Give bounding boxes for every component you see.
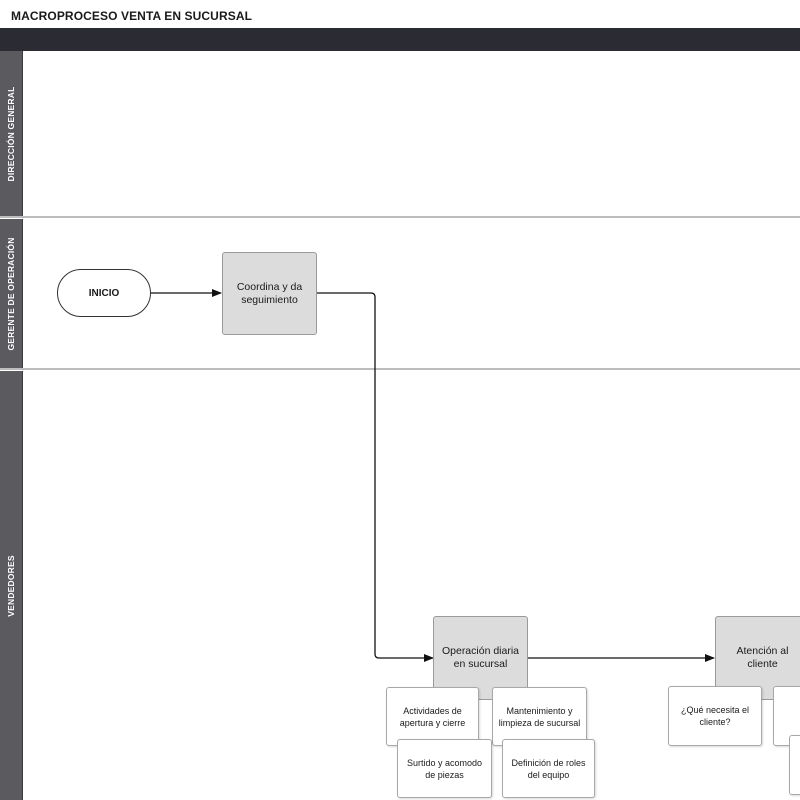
note-surtido-label: Surtido y acomodo de piezas xyxy=(406,757,483,780)
note-que-necesita-label: ¿Qué necesita el cliente? xyxy=(680,705,750,727)
note-surtido[interactable]: Surtido y acomodo de piezas xyxy=(397,739,492,798)
lane-header-direccion: DIRECCIÓN GENERAL xyxy=(0,51,23,217)
header-bar xyxy=(0,28,800,51)
connector-coordina-operacion xyxy=(317,292,434,662)
process-operacion[interactable]: Operación diaria en sucursal xyxy=(433,616,528,700)
note-definicion[interactable]: Definición de roles del equipo xyxy=(502,739,595,798)
note-actividades[interactable]: Actividades de apertura y cierre xyxy=(386,687,479,746)
lane-separator xyxy=(0,368,800,370)
lane-header-vendedores: VENDEDORES xyxy=(0,371,23,800)
note-actividades-label: Actividades de apertura y cierre xyxy=(399,705,466,728)
note-definicion-label: Definición de roles del equipo xyxy=(511,757,586,780)
note-partial[interactable] xyxy=(789,735,800,795)
process-coordina[interactable]: Coordina y da seguimiento xyxy=(222,252,317,335)
note-mantenimiento[interactable]: Mantenimiento y limpieza de sucursal xyxy=(492,687,587,746)
process-atencion-label: Atención al cliente xyxy=(736,645,789,670)
lane-header-gerente: GERENTE DE OPERACIÓN xyxy=(0,219,23,369)
lane-separator xyxy=(0,216,800,218)
note-mantenimiento-label: Mantenimiento y limpieza de sucursal xyxy=(498,705,581,728)
process-coordina-label: Coordina y da seguimiento xyxy=(236,280,303,306)
start-terminator[interactable]: INICIO xyxy=(57,269,151,317)
note-partial[interactable] xyxy=(773,686,800,746)
diagram-title: MACROPROCESO VENTA EN SUCURSAL xyxy=(11,9,253,23)
note-que-necesita[interactable]: ¿Qué necesita el cliente? xyxy=(668,686,762,746)
process-operacion-label: Operación diaria en sucursal xyxy=(441,645,520,670)
